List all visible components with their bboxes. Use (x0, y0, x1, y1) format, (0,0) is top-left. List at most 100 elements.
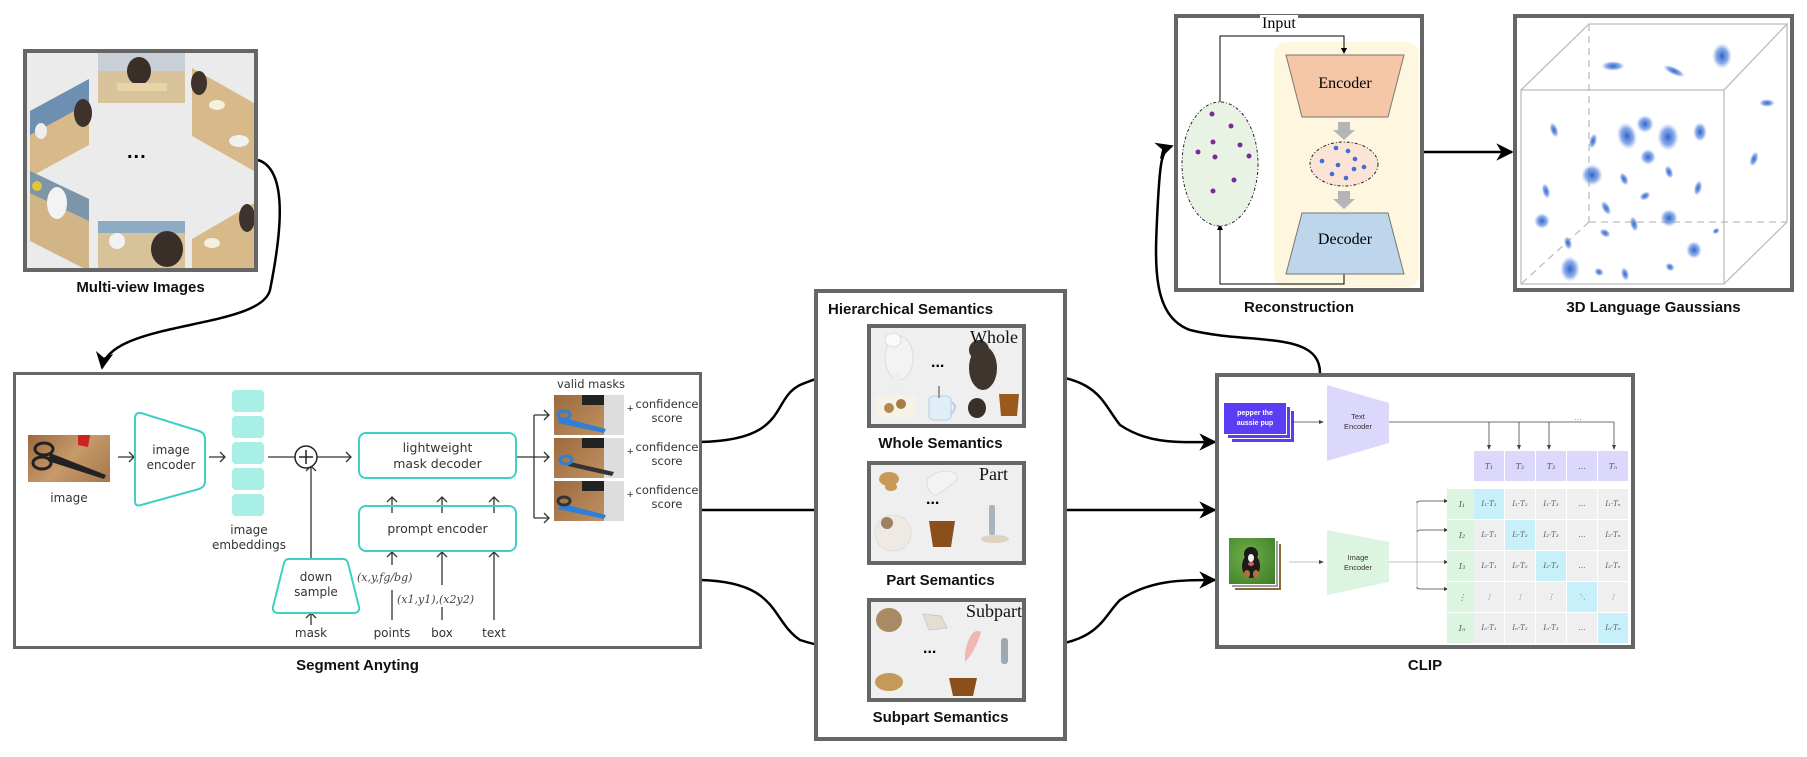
gaussian-splat (1759, 99, 1775, 107)
sam-input-image (28, 435, 110, 482)
text-token-cell: T₃ (1536, 451, 1566, 481)
similarity-cell: I₃·T₁ (1474, 551, 1504, 581)
view-photo-bottom-left (30, 171, 89, 268)
gaussian-splat (1712, 227, 1720, 235)
subpart-semantics-caption: Subpart Semantics (872, 709, 1009, 726)
gaussian-splat (1616, 122, 1638, 150)
down-arrow-icon (1333, 122, 1355, 140)
glass-rim-subpart (949, 678, 977, 696)
sheep-ear-subpart (965, 630, 981, 662)
similarity-cell-diagonal: Iₙ·Tₙ (1598, 613, 1628, 643)
gaussian-splat (1594, 267, 1604, 277)
cookie-plate-object (876, 396, 916, 418)
latent-space-ellipse (1309, 141, 1379, 187)
mug-object (928, 386, 956, 421)
cookie-subpart (875, 673, 903, 691)
tea-glass-object (999, 394, 1019, 416)
spoon-handle-subpart (1001, 638, 1008, 664)
gaussian-splats (1534, 43, 1775, 282)
embedding-block (232, 390, 264, 412)
subpart-objects (875, 608, 1008, 696)
gaussian-splat (1693, 122, 1707, 142)
similarity-cell: I₃·T₂ (1505, 551, 1535, 581)
multiview-ellipsis: ... (127, 141, 147, 163)
clip-panel: pepper the aussie pup (1215, 373, 1635, 649)
text-token-cell: T₂ (1505, 451, 1535, 481)
gaussian-cube (1520, 23, 1789, 285)
part-tag: Part (979, 464, 1008, 484)
prompt-encoder-box: prompt encoder (358, 505, 517, 552)
confidence-plus: + (627, 446, 634, 458)
gaussian-splat (1619, 172, 1629, 186)
similarity-cell: ⋮ (1474, 582, 1504, 612)
view-photo-top (98, 53, 185, 103)
embedding-block (232, 416, 264, 438)
similarity-cell-diagonal: I₃·T₃ (1536, 551, 1566, 581)
mask-output-image (554, 438, 624, 478)
similarity-cell: I₂·Tₙ (1598, 520, 1628, 550)
gaussian-splat (1693, 180, 1703, 196)
image-token-cell: I₂ (1447, 520, 1477, 550)
part-semantics-box: ... Part (867, 461, 1026, 565)
feature-points (1195, 111, 1252, 194)
similarity-cell-diagonal: I₂·T₂ (1505, 520, 1535, 550)
confidence-plus: + (627, 489, 634, 501)
subpart-semantics-box: ... Subpart (867, 598, 1026, 702)
valid-masks-label: valid masks (556, 377, 626, 391)
text-encoder-shape (1327, 385, 1389, 461)
similarity-cell: Iₙ·T₃ (1536, 613, 1566, 643)
image-embeddings-label: image embeddings (211, 523, 287, 552)
similarity-cell: I₂·T₃ (1536, 520, 1566, 550)
text-input-label: text (482, 626, 506, 640)
view-photo-top-left (30, 79, 92, 177)
whole-tag: Whole (970, 327, 1018, 347)
mask-output-image (554, 481, 624, 521)
view-photo-bottom-right (192, 203, 254, 268)
gaussian-splat (1657, 123, 1679, 151)
sam-caption: Segment Anyting (296, 657, 419, 674)
whole-semantics-caption: Whole Semantics (878, 435, 1003, 452)
subpart-ellipsis: ... (923, 640, 937, 657)
gaussian-splat (1712, 43, 1732, 69)
clip-caption: CLIP (1407, 657, 1443, 674)
gaussian-splat (1636, 115, 1654, 133)
text-encoder-label: Text Encoder (1344, 412, 1372, 431)
confidence-plus: + (627, 403, 634, 415)
gaussian-splat (1639, 191, 1651, 201)
sam-panel: image (13, 372, 702, 649)
whole-objects (876, 332, 1019, 421)
gaussian-splat (1749, 151, 1759, 167)
gaussian-splat (1560, 256, 1580, 282)
sheep-head-part (926, 470, 958, 496)
reconstruction-panel: Input Encoder Decoder (1174, 14, 1424, 292)
dog-image (1228, 537, 1276, 585)
sam-image-encoder-label: image encoder (146, 443, 196, 472)
sam-image-encoder-shape (134, 412, 206, 507)
sam-image-label: image (50, 491, 88, 505)
reconstruction-diagram (1181, 35, 1405, 285)
gaussian-splat (1665, 262, 1675, 272)
gaussians-caption: 3D Language Gaussians (1566, 299, 1741, 316)
gaussian-splat (1664, 165, 1674, 179)
part-ellipsis: ... (926, 491, 940, 508)
encoder-shape (1285, 54, 1405, 118)
mask-output-image (554, 395, 624, 435)
similarity-cell: … (1567, 489, 1597, 519)
gaussian-splat (1660, 209, 1678, 227)
subpart-tag: Subpart (966, 601, 1022, 621)
sheep-body-part (874, 514, 912, 552)
downsample-label: down sample (294, 570, 338, 599)
gaussian-splat (1563, 236, 1573, 250)
text-token-ellipsis: … (1574, 413, 1582, 422)
image-token-cell: Iₙ (1447, 613, 1477, 643)
image-token-cell: ⋮ (1447, 582, 1477, 612)
gaussian-splat (1686, 241, 1702, 259)
reconstruction-caption: Reconstruction (1243, 299, 1354, 316)
image-encoder-label: Image Encoder (1344, 553, 1372, 572)
image-token-cell: I₁ (1447, 489, 1477, 519)
encoder-label: Encoder (1318, 75, 1372, 92)
latent-points (1319, 145, 1367, 181)
similarity-cell: I₃·Tₙ (1598, 551, 1628, 581)
gaussian-splat (1541, 183, 1551, 199)
